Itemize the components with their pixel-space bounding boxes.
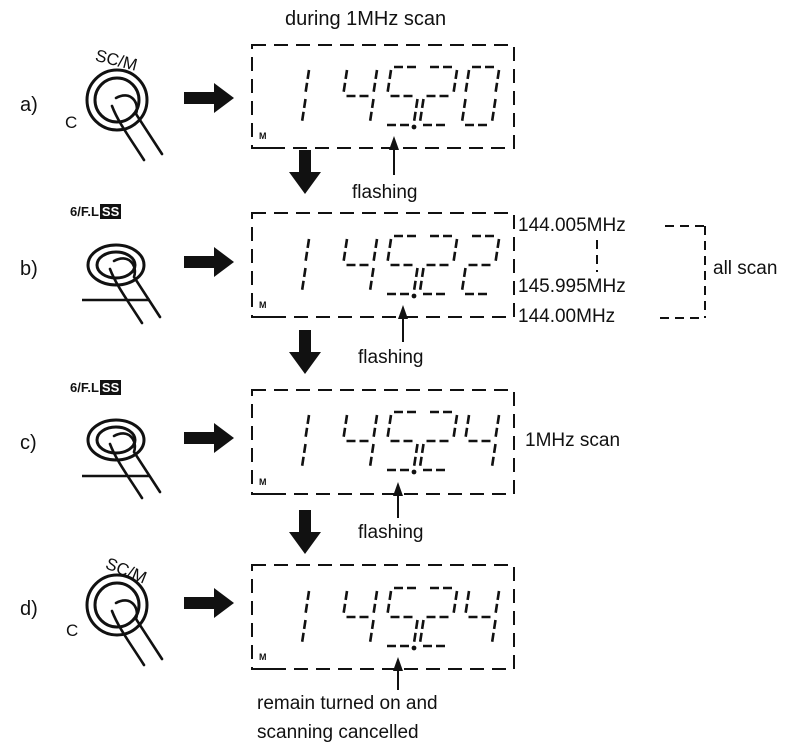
digit-segment <box>386 238 393 263</box>
memory-indicator-a: M <box>259 131 267 141</box>
digit-segment <box>452 414 459 439</box>
memory-indicator-c: M <box>259 477 267 487</box>
digit-segment <box>452 69 459 94</box>
digit-segment <box>342 414 349 439</box>
button-sc-m-a[interactable] <box>85 68 164 162</box>
digit-segment <box>300 443 307 468</box>
digit-segment <box>372 238 379 263</box>
digit-segment <box>304 414 311 439</box>
digit-segment <box>494 414 501 439</box>
digit-segment <box>490 98 497 123</box>
arrow-right-b <box>184 247 234 277</box>
digit-segment <box>368 443 375 468</box>
lcd-display-c <box>251 389 515 495</box>
seven-segment-digits <box>300 65 501 651</box>
arrow-right-d <box>184 588 234 618</box>
button-sub-label-a: C <box>65 113 78 132</box>
header-title: during 1MHz scan <box>285 8 447 30</box>
step-label-d: d) <box>20 598 38 620</box>
lcd-display-a <box>251 44 515 149</box>
digit-segment <box>342 590 349 615</box>
step-label-c: c) <box>20 432 37 454</box>
digit-segment <box>418 619 425 644</box>
memory-indicator-b: M <box>259 300 267 310</box>
ss-badge-c: SS <box>99 380 122 395</box>
digit-segment <box>412 98 419 123</box>
digit-segment <box>300 267 307 292</box>
digit-segment <box>494 69 501 94</box>
digit-segment <box>412 619 419 644</box>
digit-segment <box>418 443 425 468</box>
note-flashing-c: flashing <box>358 522 424 543</box>
digit-segment <box>452 238 459 263</box>
digit-segment <box>368 619 375 644</box>
one-mhz-scan-label: 1MHz scan <box>525 430 621 451</box>
digit-segment <box>342 238 349 263</box>
footer-line-2: scanning cancelled <box>257 722 419 743</box>
digit-segment <box>464 69 471 94</box>
digit-segment <box>304 590 311 615</box>
digit-segment <box>460 267 467 292</box>
decimal-point <box>411 293 417 299</box>
digit-segment <box>386 414 393 439</box>
footer-line-1: remain turned on and <box>257 693 438 714</box>
digit-segment <box>342 69 349 94</box>
button-ss-b[interactable] <box>82 243 162 325</box>
lcd-display-d <box>251 564 515 670</box>
digit-segment <box>368 267 375 292</box>
note-flashing-a: flashing <box>352 182 418 203</box>
button-ss-c[interactable] <box>82 418 162 500</box>
decimal-point <box>411 124 417 130</box>
arrow-down-b <box>289 330 321 374</box>
digit-segment <box>460 98 467 123</box>
decimal-point <box>411 645 417 651</box>
all-scan-bracket <box>596 225 706 319</box>
arrow-right-a <box>184 83 234 113</box>
step-label-b: b) <box>20 258 38 280</box>
digit-segment <box>386 69 393 94</box>
digit-segment <box>368 98 375 123</box>
digit-segment <box>494 238 501 263</box>
digit-segment <box>464 590 471 615</box>
all-scan-lower-freq: 144.00MHz <box>518 306 616 327</box>
step-label-a: a) <box>20 94 38 116</box>
digit-segment <box>418 98 425 123</box>
arrow-right-c <box>184 423 234 453</box>
all-scan-upper-freq: 144.005MHz <box>518 215 626 236</box>
digit-segment <box>464 414 471 439</box>
digit-segment <box>418 267 425 292</box>
all-scan-middle-freq: 145.995MHz <box>518 276 626 297</box>
digit-segment <box>300 619 307 644</box>
lcd-display-b <box>251 212 515 318</box>
all-scan-label: all scan <box>713 258 778 279</box>
digit-segment <box>412 443 419 468</box>
digit-segment <box>372 590 379 615</box>
digit-segment <box>412 267 419 292</box>
digit-segment <box>372 69 379 94</box>
arrow-down-a <box>289 150 321 194</box>
digit-segment <box>494 590 501 615</box>
digit-segment <box>300 98 307 123</box>
digit-segment <box>304 69 311 94</box>
button-sc-m-d[interactable] <box>85 573 164 667</box>
digit-segment <box>304 238 311 263</box>
ss-badge-b: SS <box>99 204 122 219</box>
button-sub-label-d: C <box>66 621 79 640</box>
digit-segment <box>490 619 497 644</box>
digit-segment <box>372 414 379 439</box>
digit-segment <box>386 590 393 615</box>
digit-segment <box>490 443 497 468</box>
note-flashing-b: flashing <box>358 347 424 368</box>
memory-indicator-d: M <box>259 652 267 662</box>
digit-segment <box>452 590 459 615</box>
decimal-point <box>411 469 417 475</box>
arrow-down-c <box>289 510 321 554</box>
